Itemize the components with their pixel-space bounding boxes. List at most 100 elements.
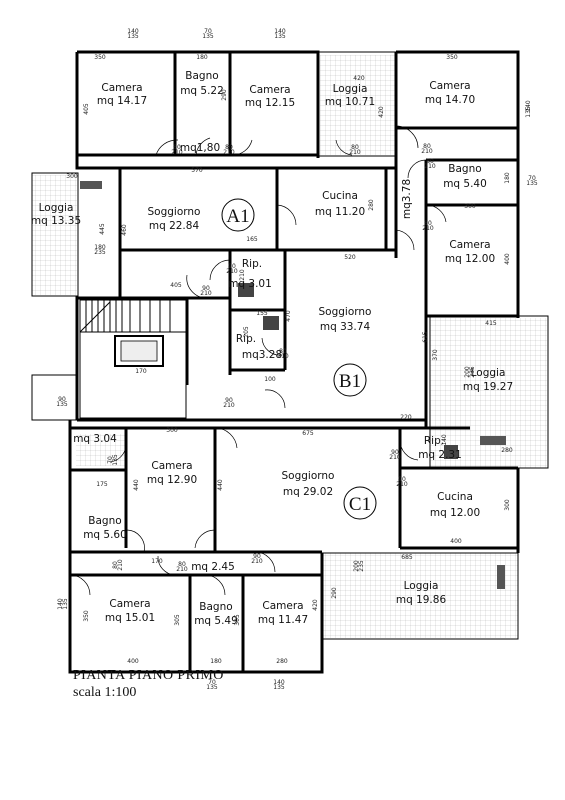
dimension-label: 210 [117, 559, 124, 571]
room-area: mq 22.84 [149, 220, 200, 232]
dimension-label: 140 [127, 28, 139, 35]
dimension-label: 140 [441, 434, 448, 446]
dimension-label: 210 [349, 149, 361, 156]
dimension-label: 305 [174, 614, 181, 626]
dimension-label: 175 [96, 481, 108, 488]
dimension-label: 100 [264, 376, 276, 383]
dimension-label: 235 [94, 249, 106, 256]
dimension-label: 70 [208, 679, 216, 686]
dimension-label: 80 [279, 348, 287, 355]
dimension-label: 220 [400, 414, 412, 421]
room-area: mq 3.01 [228, 278, 272, 290]
dimension-label: 280 [501, 447, 513, 454]
dimension-label: 135 [206, 684, 218, 691]
dimension-label: 200 [464, 366, 471, 378]
loggia-west-floor [32, 175, 77, 295]
title-block: PIANTA PIANO PRIMO scala 1:100 [73, 668, 224, 701]
room-area: mq 3.04 [73, 433, 117, 445]
loggia-south-floor [322, 553, 518, 638]
room-name: Camera [249, 84, 290, 96]
dimension-label: 80 [351, 144, 359, 151]
plan-title: PIANTA PIANO PRIMO [73, 668, 224, 683]
dimension-label: 135 [127, 33, 139, 40]
dimension-label: 440 [217, 479, 224, 491]
dimension-label: 400 [504, 253, 511, 265]
room-area: mq 2.31 [418, 449, 462, 461]
room-area: mq 5.60 [83, 529, 127, 541]
room-name: Bagno [185, 70, 218, 82]
dimension-label: 210 [226, 268, 238, 275]
dimension-label: 165 [246, 236, 258, 243]
dimension-label: 290 [331, 587, 338, 599]
boiler-b1-2 [444, 445, 458, 459]
dimension-label: 370 [432, 349, 439, 361]
dimension-label: 300 [464, 203, 476, 210]
dimension-label: 280 [368, 199, 375, 211]
dimension-label: 90 [228, 263, 236, 270]
dimension-label: 300 [66, 173, 78, 180]
door-swings [69, 125, 447, 596]
dimension-label: 135 [274, 33, 286, 40]
dimension-label: 180 [504, 172, 511, 184]
dimension-label: 140 [274, 28, 286, 35]
kitchen-unit-a1 [80, 181, 102, 189]
room-area: mq 11.20 [315, 206, 365, 218]
interior-walls [70, 52, 518, 672]
dimension-label: 570 [191, 167, 203, 174]
dimension-label: 140 [273, 679, 285, 686]
dimension-label: 300 [166, 427, 178, 434]
room-area: mq 12.90 [147, 474, 197, 486]
dimension-label: 135 [56, 401, 68, 408]
room-name: Cucina [322, 190, 358, 202]
room-area: mq 12.00 [430, 507, 480, 519]
boiler-a1 [238, 283, 254, 297]
dimension-label: 210 [223, 149, 235, 156]
room-area: mq3.78 [401, 179, 413, 219]
room-labels: Camera mq 14.17 Bagno mq 5.22 Camera mq … [31, 70, 513, 627]
dimension-label: 350 [446, 54, 458, 61]
dimension-label: 135 [62, 598, 69, 610]
unit-a1-circle [221, 198, 255, 232]
room-name: Camera [151, 460, 192, 472]
dimension-label: 520 [344, 254, 356, 261]
room-area: mq 15.01 [105, 612, 155, 624]
dimension-label: 210 [239, 269, 246, 281]
dimension-label: 135 [202, 33, 214, 40]
loggia-north-floor [320, 55, 396, 155]
room-name: Camera [429, 80, 470, 92]
room-name: Loggia [471, 367, 506, 379]
room-name: Rip. [424, 435, 444, 447]
kitchen-unit-b1 [480, 436, 506, 445]
west-wall-a1 [75, 52, 122, 420]
dimension-label: 210 [251, 558, 263, 565]
dimension-label: 135 [526, 180, 538, 187]
kitchen-unit-c1 [497, 565, 505, 589]
dimension-label: 420 [378, 106, 385, 118]
dimension-label: 210 [277, 353, 289, 360]
dimension-label: 210 [396, 481, 408, 488]
dimension-label: 405 [170, 282, 182, 289]
dimension-label: 170 [151, 558, 163, 565]
dimension-label: 235 [358, 560, 365, 572]
dimension-label: 200 [353, 560, 360, 572]
dimension-label: 615 [422, 331, 429, 343]
dimension-label: 90 [225, 397, 233, 404]
dimension-label: 235 [469, 366, 476, 378]
dimension-label: 210 [176, 566, 188, 573]
dimension-label: 80 [173, 144, 181, 151]
room-area: mq 14.70 [425, 94, 475, 106]
dimension-label: 80 [178, 561, 186, 568]
balcony-west [31, 374, 78, 421]
room-area: mq 13.35 [31, 215, 81, 227]
north-wall-b1 [396, 50, 520, 318]
dimension-label: 460 [121, 224, 128, 236]
dimension-label: 90 [58, 396, 66, 403]
dimension-label: 180 [196, 54, 208, 61]
room-area: mq 12.00 [445, 253, 495, 265]
dimension-label: 80 [424, 220, 432, 227]
loggia-floors [32, 55, 547, 638]
unit-c1-circle [343, 486, 377, 520]
room-name: Bagno [199, 601, 232, 613]
dimension-label: 90 [391, 449, 399, 456]
dimension-label: 80 [225, 144, 233, 151]
